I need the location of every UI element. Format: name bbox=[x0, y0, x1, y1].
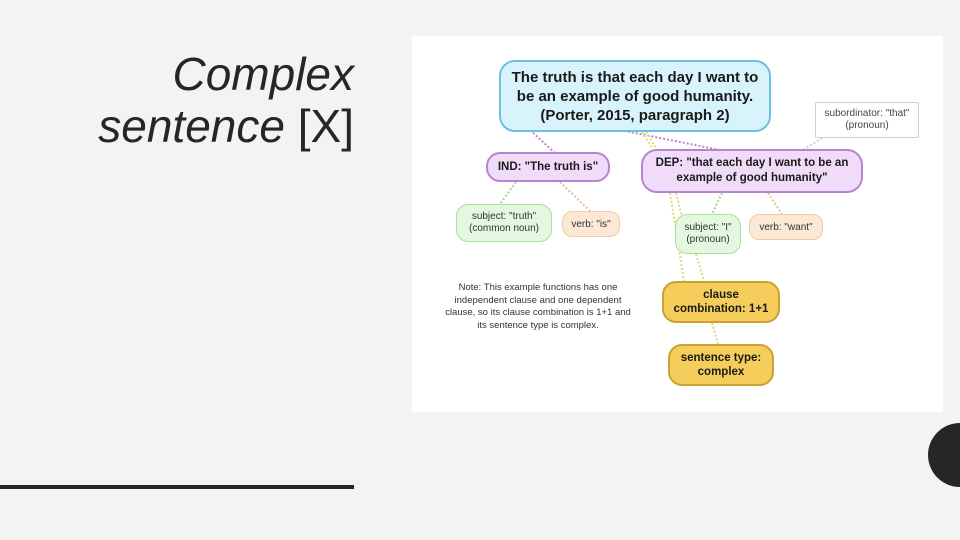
slide-title: Complex sentence [X] bbox=[98, 48, 354, 152]
clause-combination-node: clause combination: 1+1 bbox=[662, 281, 780, 323]
ind-verb-node: verb: "is" bbox=[562, 211, 620, 237]
title-line-1: Complex bbox=[172, 48, 354, 100]
root-line-1: The truth is that each day I want to bbox=[511, 68, 759, 86]
ind-subject-node: subject: "truth" (common noun) bbox=[456, 204, 552, 242]
decorative-circle bbox=[928, 423, 960, 487]
root-line-2: be an example of good humanity. bbox=[516, 87, 754, 105]
ind-subject-type: (common noun) bbox=[468, 223, 540, 234]
sentence-type-line-1: sentence type: bbox=[680, 352, 762, 364]
sentence-diagram-image: The truth is that each day I want to be … bbox=[412, 36, 943, 412]
dependent-clause-line-2: example of good humanity" bbox=[676, 172, 828, 184]
diagram-note: Note: This example functions has one ind… bbox=[445, 282, 631, 331]
dep-subject-label: subject: "I" bbox=[684, 222, 732, 233]
title-line-2-italic: sentence bbox=[98, 100, 285, 152]
clause-combination-line-2: combination: 1+1 bbox=[673, 303, 769, 315]
title-line-2-plain: [X] bbox=[284, 100, 354, 152]
dependent-clause-node: DEP: "that each day I want to be an exam… bbox=[641, 149, 863, 193]
dep-subject-node: subject: "I" (pronoun) bbox=[675, 214, 741, 254]
dep-subject-type: (pronoun) bbox=[686, 234, 730, 245]
dep-verb-label: verb: "want" bbox=[759, 221, 813, 233]
subordinator-label: subordinator: "that" bbox=[824, 108, 910, 119]
subordinator-type: (pronoun) bbox=[845, 120, 889, 131]
root-sentence-node: The truth is that each day I want to be … bbox=[499, 60, 771, 132]
clause-combination-line-1: clause bbox=[703, 289, 739, 301]
sentence-type-node: sentence type: complex bbox=[668, 344, 774, 386]
dep-verb-node: verb: "want" bbox=[749, 214, 823, 240]
ind-verb-label: verb: "is" bbox=[571, 218, 611, 230]
subordinator-node: subordinator: "that" (pronoun) bbox=[815, 102, 919, 138]
dependent-clause-line-1: DEP: "that each day I want to be an bbox=[655, 157, 849, 169]
root-citation: (Porter, 2015, paragraph 2) bbox=[540, 106, 730, 124]
sentence-type-value: complex bbox=[697, 366, 745, 378]
independent-clause-label: IND: "The truth is" bbox=[497, 161, 599, 173]
independent-clause-node: IND: "The truth is" bbox=[486, 152, 610, 182]
ind-subject-label: subject: "truth" bbox=[471, 211, 537, 222]
title-underline-divider bbox=[0, 485, 354, 489]
